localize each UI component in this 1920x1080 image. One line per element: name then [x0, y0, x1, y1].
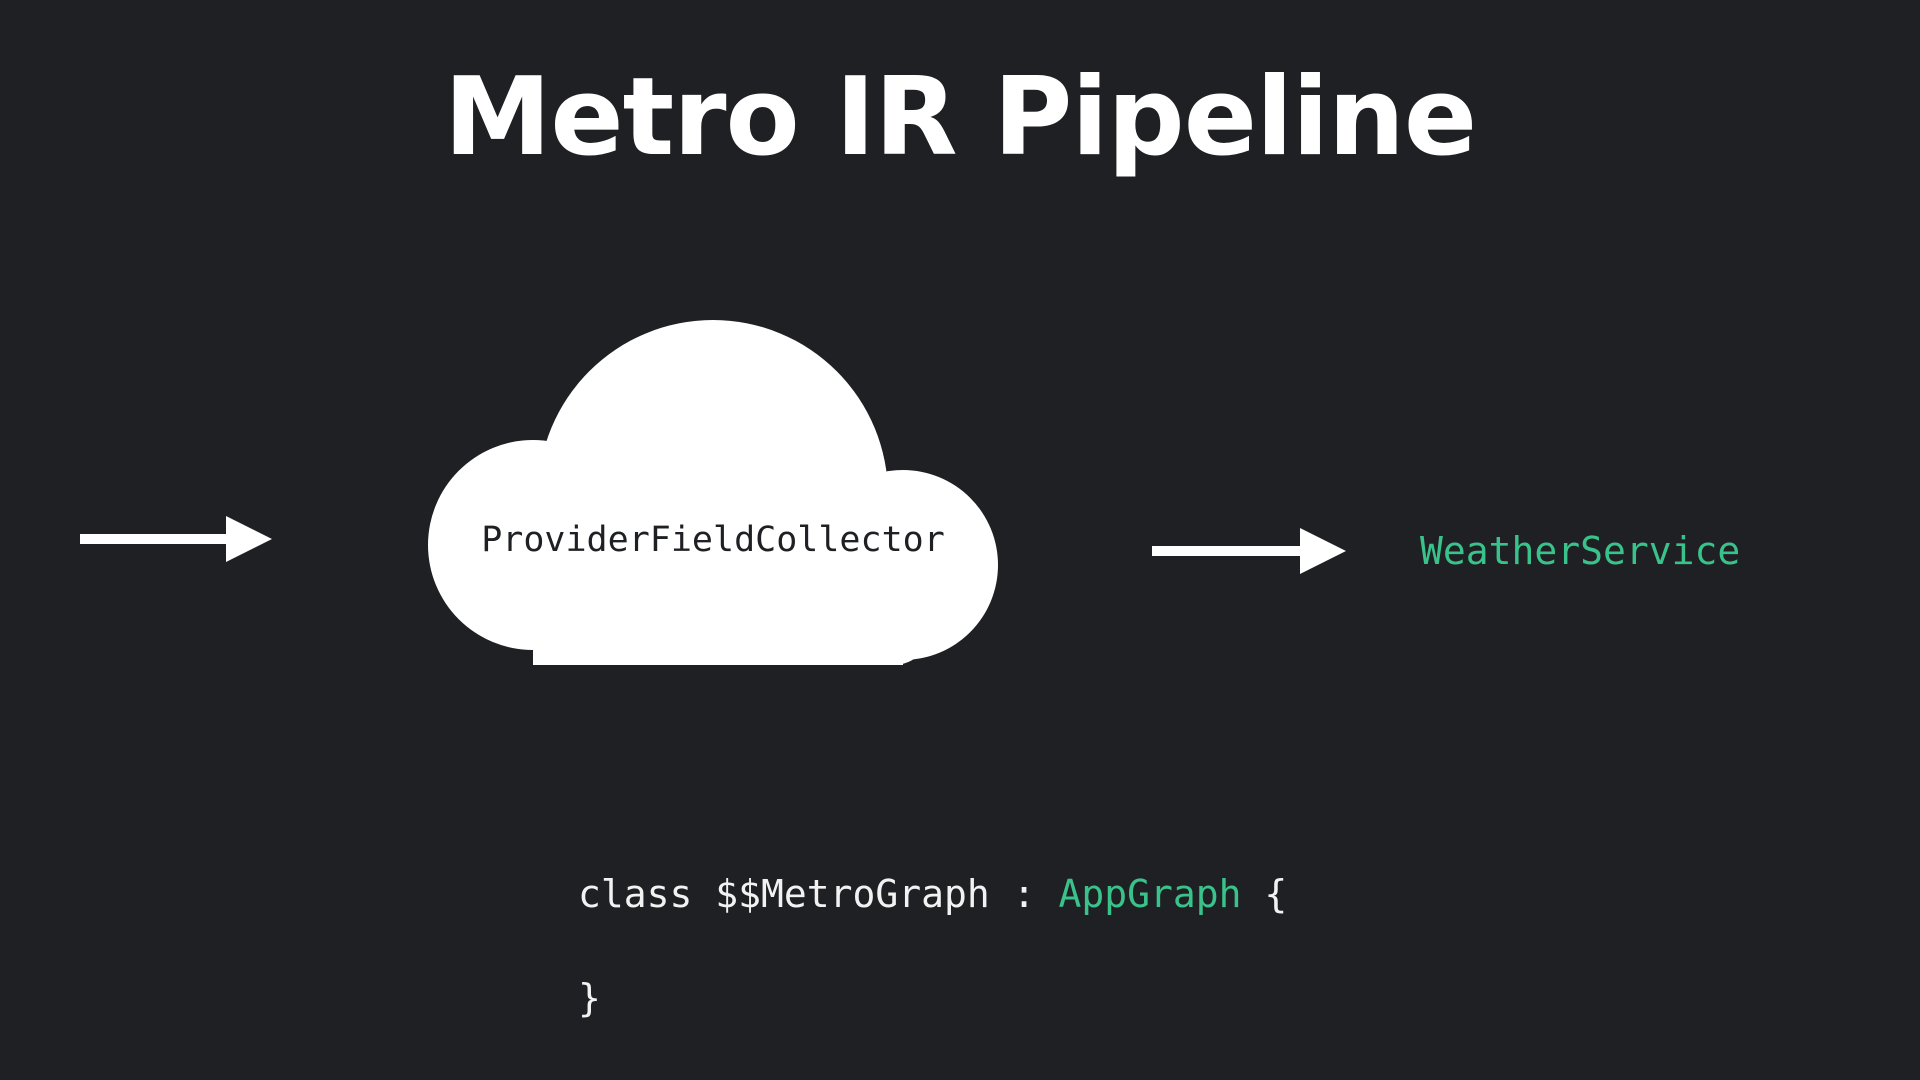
code-line-close-brace: } — [578, 976, 601, 1020]
code-line-class-declaration: class $$MetroGraph : AppGraph { — [578, 869, 1287, 919]
output-label: WeatherService — [1420, 529, 1741, 573]
code-class-prefix: class $$MetroGraph : — [578, 872, 1059, 916]
cloud-label: ProviderFieldCollector — [481, 520, 945, 560]
arrow-right-icon — [1152, 528, 1346, 574]
slide-title: Metro IR Pipeline — [443, 55, 1477, 180]
cloud-icon — [428, 320, 998, 665]
code-open-brace: { — [1241, 872, 1288, 916]
arrow-right-icon — [80, 516, 272, 562]
code-supertype: AppGraph — [1058, 872, 1242, 916]
